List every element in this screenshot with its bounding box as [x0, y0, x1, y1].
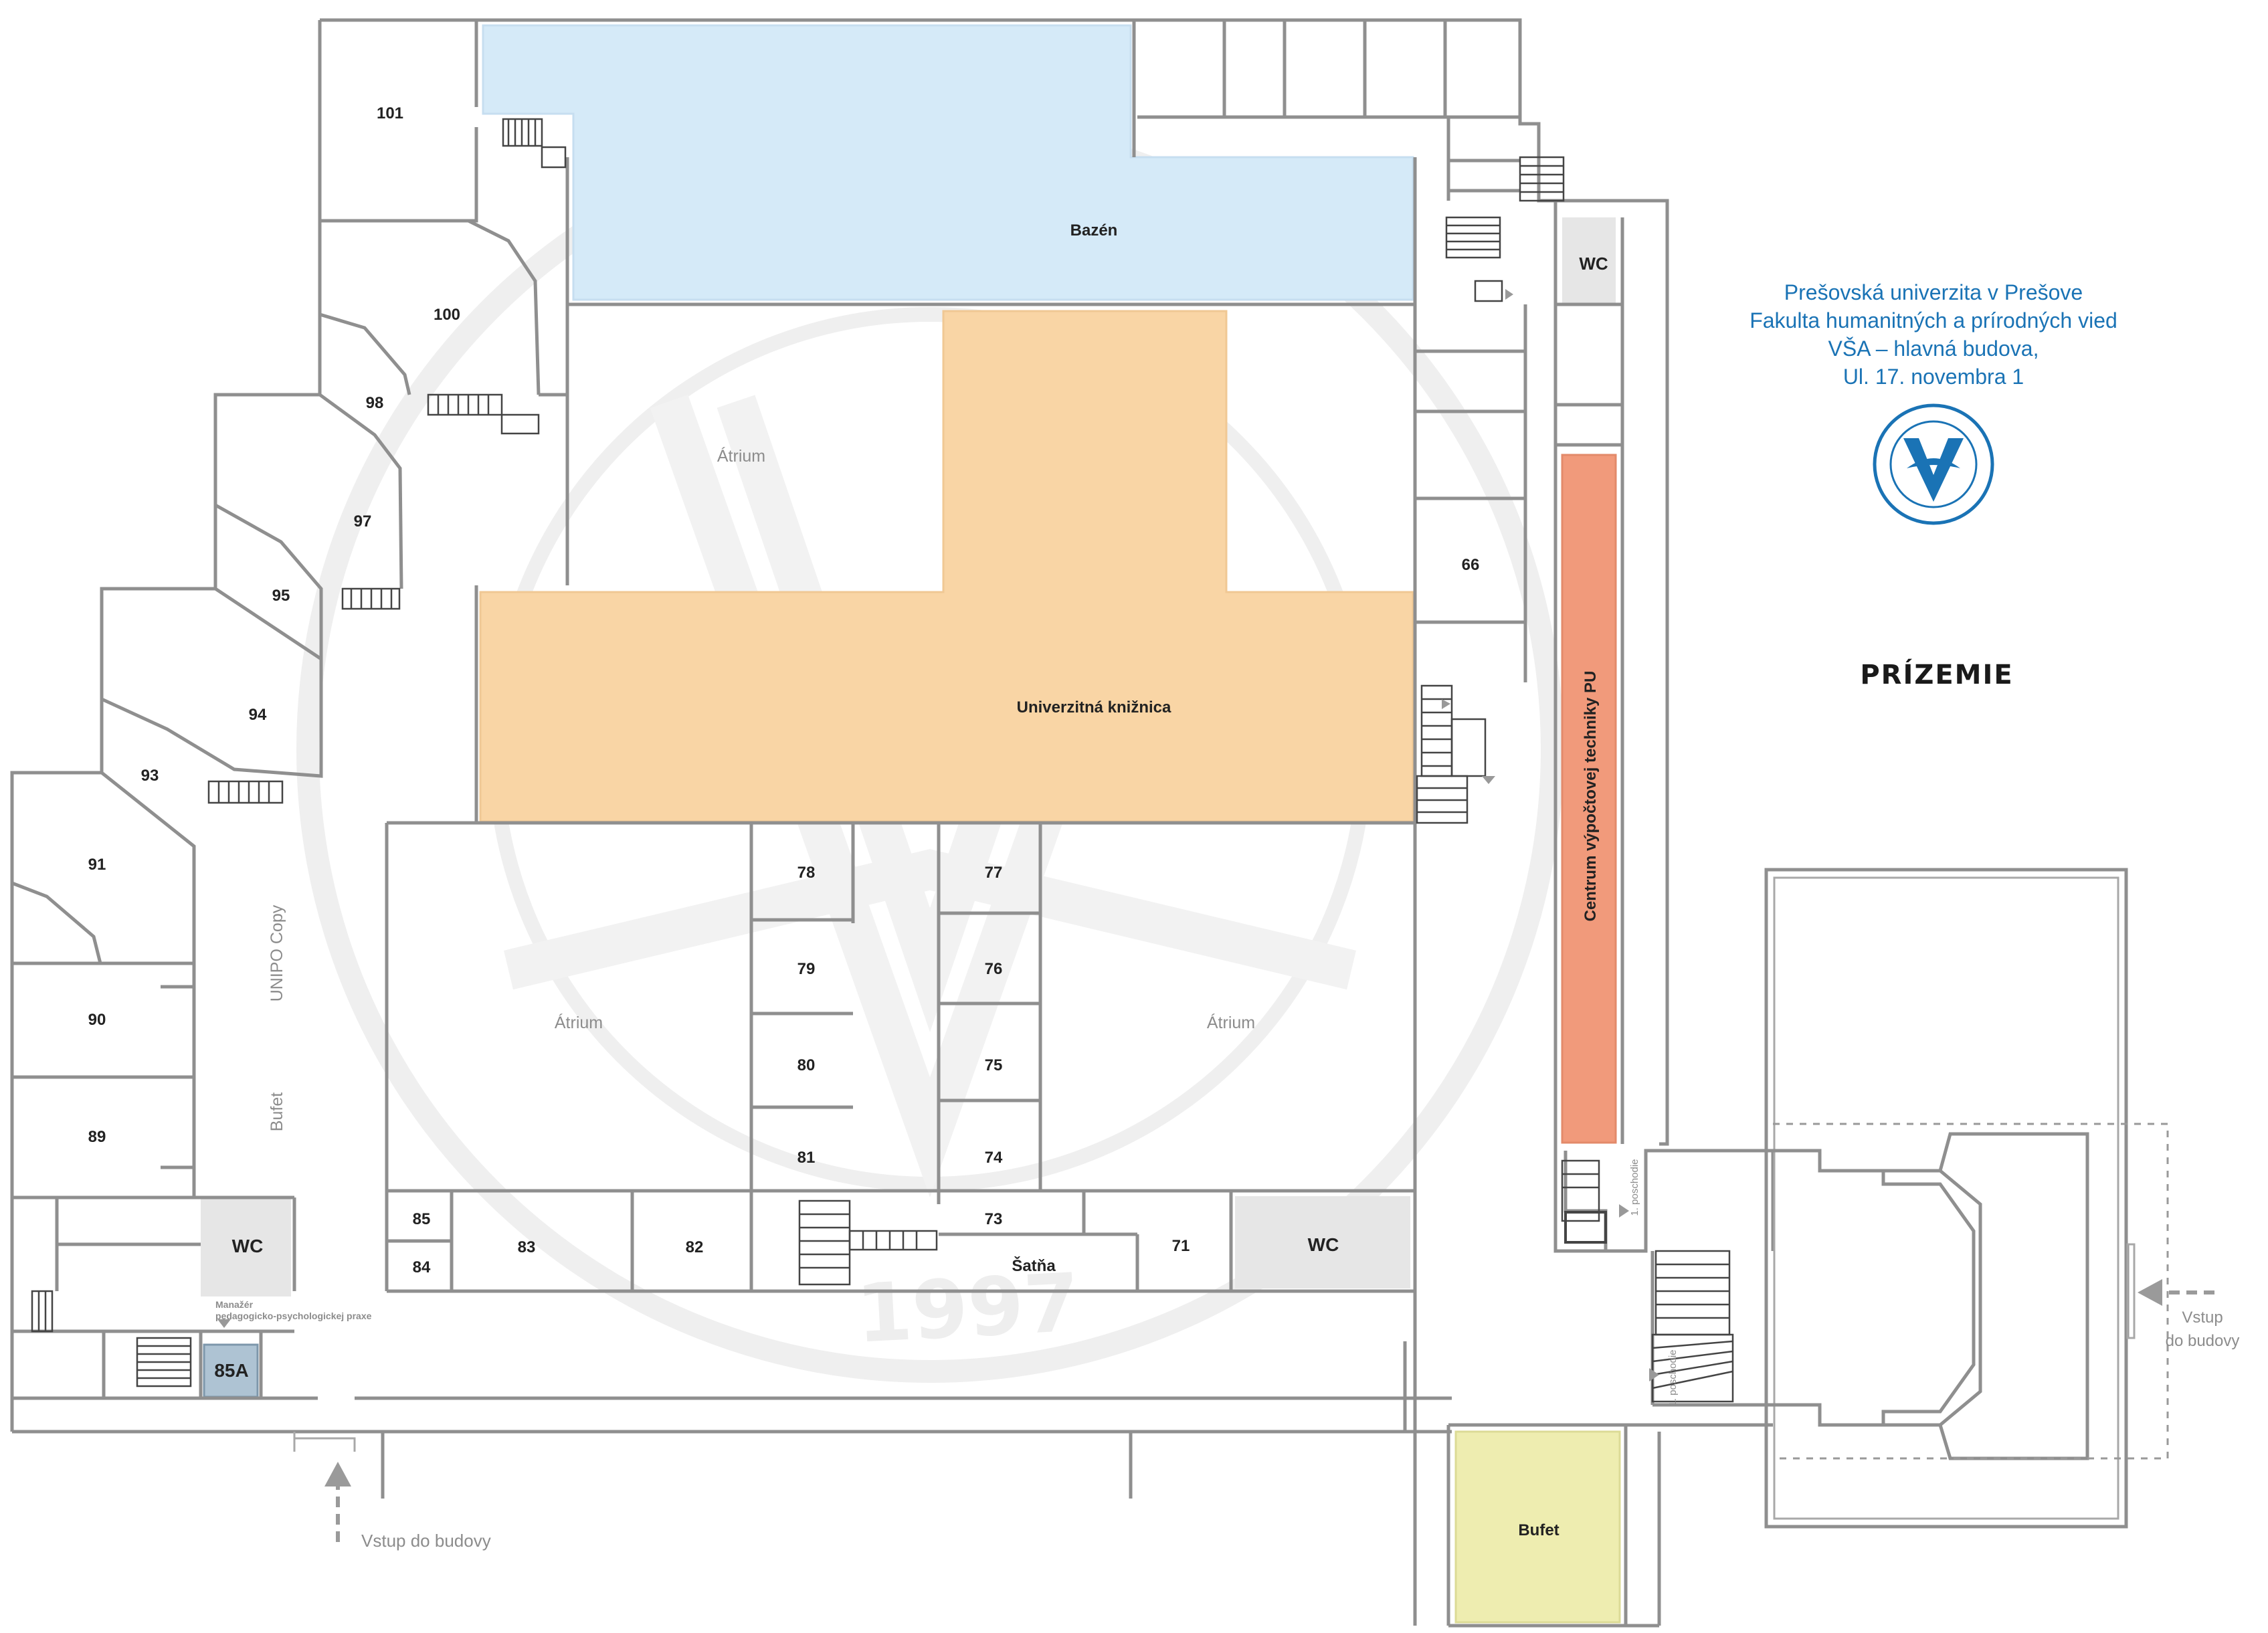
library-area — [479, 310, 1414, 823]
room-66: 66 — [1462, 556, 1480, 574]
floor-label: PRÍZEMIE — [1860, 658, 2013, 690]
room-85a: 85A — [214, 1360, 248, 1381]
bufet-label: Bufet — [1518, 1521, 1559, 1539]
room-77: 77 — [985, 864, 1003, 882]
wc-left-label: WC — [232, 1236, 264, 1256]
small-arrow-floor-a — [1619, 1204, 1629, 1218]
small-arrow-85a — [217, 1319, 231, 1328]
stairs-11 — [1561, 1159, 1607, 1244]
room-81: 81 — [797, 1149, 816, 1167]
small-arrow-stair-b — [1482, 776, 1495, 784]
stairs-3 — [341, 587, 401, 610]
stairs-6 — [1445, 216, 1503, 302]
room-85a-area — [203, 1343, 259, 1398]
east-entrance-label-line1: Vstup — [2182, 1309, 2223, 1327]
stairs-8 — [798, 1199, 938, 1286]
east-entrance-label-line2: do budovy — [2166, 1332, 2240, 1350]
header-line1: Prešovská univerzita v Prešove — [1784, 280, 2083, 304]
room-71: 71 — [1172, 1237, 1190, 1255]
stairs — [31, 118, 1734, 1403]
wc-top-area — [1562, 217, 1616, 304]
manager-label-line2: pedagogicko-psychologickej praxe — [215, 1311, 372, 1321]
floor-up-label-b: 1. poschodie — [1667, 1349, 1679, 1406]
header-line2: Fakulta humanitných a prírodných vied — [1750, 308, 2117, 332]
east-entrance-arrow — [2138, 1279, 2214, 1306]
south-entrance-arrow — [324, 1462, 351, 1542]
room-78: 78 — [797, 864, 816, 882]
bufet-corridor-label: Bufet — [268, 1092, 286, 1131]
satna-label: Šatňa — [1012, 1256, 1056, 1275]
stairs-9 — [136, 1337, 192, 1387]
room-83: 83 — [518, 1238, 536, 1256]
pool-label: Bazén — [1070, 221, 1118, 239]
room-80: 80 — [797, 1056, 816, 1074]
room-90: 90 — [88, 1011, 106, 1029]
atrium-right-label: Átrium — [1207, 1013, 1255, 1032]
bufet-area — [1454, 1430, 1621, 1624]
computer-center-label: Centrum výpočtovej techniky PU — [1582, 671, 1600, 922]
atrium-left-label: Átrium — [555, 1013, 603, 1032]
room-79: 79 — [797, 960, 816, 978]
watermark-year: 1997 — [854, 1256, 1082, 1361]
header-line3: VŠA – hlavná budova, — [1828, 337, 2039, 361]
stairs-5 — [1519, 156, 1565, 202]
header: Prešovská univerzita v Prešove Fakulta h… — [1750, 280, 2117, 690]
faculty-logo — [1873, 403, 1994, 525]
room-97: 97 — [354, 512, 372, 531]
stairs-2 — [427, 393, 540, 435]
colored-zones — [201, 24, 1621, 1624]
room-91: 91 — [88, 856, 106, 874]
wc-left-area — [201, 1196, 291, 1296]
room-100: 100 — [434, 306, 460, 324]
stairs-4 — [207, 780, 284, 804]
stairs-12 — [31, 1290, 54, 1333]
room-74: 74 — [985, 1149, 1003, 1167]
wc-right-label: WC — [1308, 1234, 1339, 1255]
room-95: 95 — [272, 587, 290, 605]
room-76: 76 — [985, 960, 1003, 978]
room-75: 75 — [985, 1056, 1003, 1074]
room-89: 89 — [88, 1128, 106, 1146]
stairs-10 — [1651, 1250, 1734, 1403]
stairs-1 — [502, 118, 567, 169]
small-arrow-wc-top — [1505, 289, 1513, 300]
manager-label-line1: Manažér — [215, 1299, 254, 1310]
room-73: 73 — [985, 1210, 1003, 1228]
south-entrance-label: Vstup do budovy — [361, 1531, 491, 1551]
library-label: Univerzitná knižnica — [1017, 698, 1171, 716]
room-labels: 101 100 98 97 95 94 93 91 90 89 85 84 83… — [88, 104, 1480, 1381]
small-arrow-stair-a — [1442, 699, 1450, 709]
computer-center-area — [1561, 454, 1617, 1144]
wc-right-area — [1235, 1196, 1410, 1288]
floor-up-label-a: 1. poschodie — [1629, 1159, 1640, 1216]
room-101: 101 — [377, 104, 403, 122]
room-84: 84 — [413, 1258, 431, 1276]
entrance-labels: Vstup do budovy Vstup do budovy — [361, 1309, 2239, 1551]
entrance-arrows — [217, 289, 2214, 1542]
area-labels: Bazén Átrium Átrium Átrium Univerzitná k… — [215, 221, 1679, 1539]
wc-top-label: WC — [1579, 254, 1608, 274]
small-arrow-floor-b — [1649, 1368, 1659, 1381]
unipo-label: UNIPO Copy — [268, 904, 286, 1001]
header-line4: Ul. 17. novembra 1 — [1843, 365, 2024, 389]
pool-area — [482, 24, 1414, 301]
room-82: 82 — [686, 1238, 704, 1256]
room-94: 94 — [249, 706, 267, 724]
stairs-7 — [1416, 684, 1487, 824]
room-98: 98 — [366, 394, 384, 412]
room-93: 93 — [141, 767, 159, 785]
room-85: 85 — [413, 1210, 431, 1228]
atrium-top-label: Átrium — [717, 446, 765, 466]
